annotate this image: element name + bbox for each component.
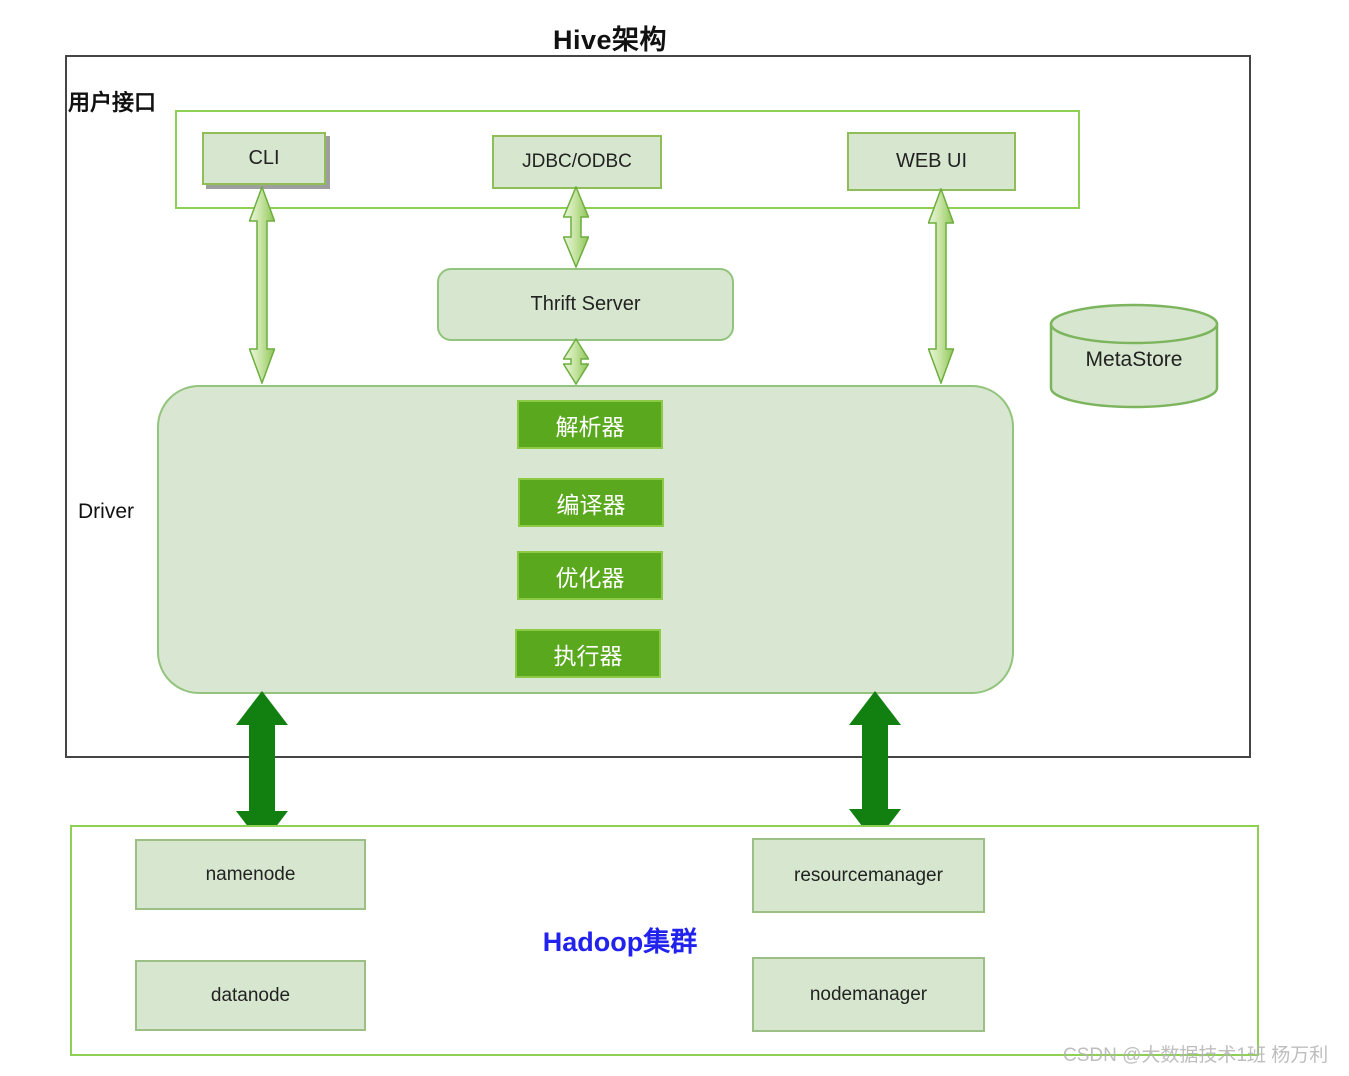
resourcemanager-label: resourcemanager: [794, 864, 943, 886]
web-ui-box: WEB UI: [847, 132, 1016, 191]
webui-driver-double-arrow-icon: [928, 188, 954, 384]
metastore-cylinder: MetaStore: [1048, 300, 1220, 412]
optimizer-label: 优化器: [555, 564, 625, 591]
datanode-box: datanode: [135, 960, 366, 1031]
driver-component-optimizer: 优化器: [517, 551, 663, 600]
user-interface-label: 用户接口: [68, 90, 157, 115]
thrift-driver-double-arrow-icon: [563, 338, 589, 385]
cli-box: CLI: [202, 132, 326, 185]
datanode-label: datanode: [210, 984, 291, 1006]
cli-label: CLI: [248, 147, 280, 169]
thrift-server-label: Thrift Server: [530, 293, 641, 315]
compiler-label: 编译器: [556, 491, 626, 518]
nodemanager-box: nodemanager: [752, 957, 985, 1032]
resourcemanager-box: resourcemanager: [752, 838, 985, 913]
nodemanager-label: nodemanager: [809, 983, 928, 1005]
driver-component-executor: 执行器: [515, 629, 661, 678]
namenode-label: namenode: [205, 863, 296, 885]
executor-label: 执行器: [553, 642, 623, 669]
driver-resourcemanager-double-arrow-icon: [849, 691, 901, 843]
diagram-title: Hive架构: [552, 25, 668, 55]
parser-label: 解析器: [555, 413, 625, 440]
jdbc-thrift-double-arrow-icon: [563, 186, 589, 268]
database-cylinder-icon: [1049, 303, 1219, 409]
driver-label: Driver: [78, 500, 134, 523]
driver-component-compiler: 编译器: [518, 478, 664, 527]
web-ui-label: WEB UI: [895, 150, 968, 172]
driver-namenode-double-arrow-icon: [236, 691, 288, 845]
jdbc-odbc-box: JDBC/ODBC: [492, 135, 662, 189]
watermark: CSDN @大数据技术1班 杨万利: [1063, 1045, 1329, 1066]
jdbc-odbc-label: JDBC/ODBC: [522, 151, 632, 172]
driver-component-parser: 解析器: [517, 400, 663, 449]
thrift-server-box: Thrift Server: [437, 268, 734, 341]
cli-driver-double-arrow-icon: [249, 186, 275, 384]
namenode-box: namenode: [135, 839, 366, 910]
metastore-label: MetaStore: [1085, 348, 1183, 371]
hadoop-cluster-label: Hadoop集群: [542, 927, 698, 957]
